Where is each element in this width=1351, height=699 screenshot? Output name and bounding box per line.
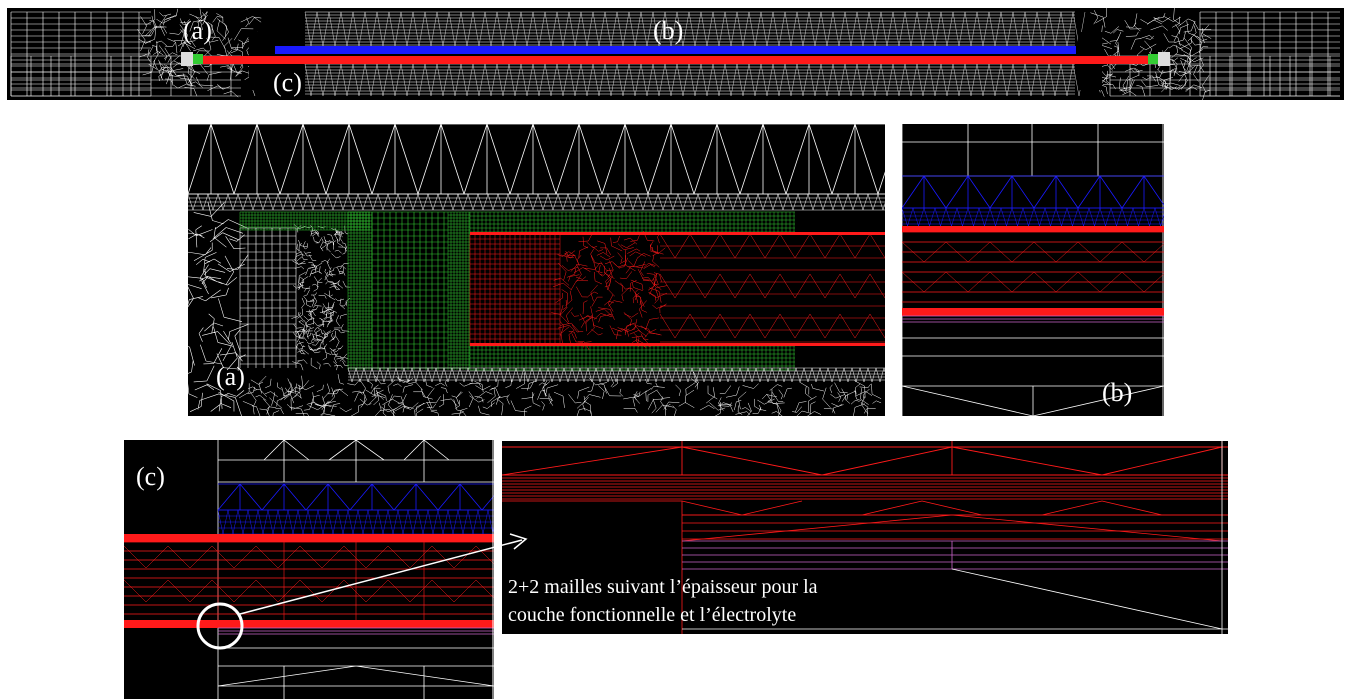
detail-b-mesh-svg: [902, 124, 1164, 416]
annotation-line-1: 2+2 mailles suivant l’épaisseur pour la: [508, 576, 818, 598]
b-blue-triangles: [902, 175, 1164, 209]
overview-right-tri-mesh: [1088, 6, 1212, 102]
overview-left-green: [193, 54, 203, 64]
overview-mesh-svg: [5, 6, 1346, 102]
b-blue-zig: [902, 207, 1164, 227]
c-bottom-white-mesh: [217, 647, 494, 699]
zoom-mesh-svg: [502, 441, 1228, 634]
overview-blue-layer: [275, 46, 1076, 54]
detail-b-panel: (b): [902, 124, 1164, 416]
c-blue-lines: [218, 509, 494, 535]
overview-left-grey: [181, 52, 193, 66]
overview-left-lower-grid: [10, 55, 241, 97]
z-red-lower-lines: [682, 514, 1228, 540]
overview-right-grey: [1158, 52, 1170, 66]
a-red-top-edge: [470, 232, 885, 235]
b-red-zig-2: [902, 271, 1164, 293]
a-red-zig-3: [659, 313, 885, 339]
overview-top-band-zig: [304, 11, 1086, 47]
a-left-coarse-mesh: [188, 201, 249, 416]
c-red-zig-1: [124, 545, 494, 569]
a-red-fine-grid: [469, 233, 561, 346]
a-red-zig-1: [659, 233, 885, 259]
a-green-left-col: [347, 211, 373, 370]
c-red-verticals: [217, 542, 425, 620]
overview-label-c: (c): [273, 68, 302, 97]
detail-c-mesh-svg: [124, 440, 494, 699]
z-bottom-white-mesh: [682, 441, 1228, 634]
annotation-line-2: couche fonctionnelle et l’électrolyte: [508, 604, 797, 626]
z-red-dense-band: [502, 474, 1228, 500]
detail-c-panel: (c): [124, 440, 494, 699]
a-green-right-col: [447, 211, 470, 370]
a-bottom-tri-mesh: [238, 371, 882, 416]
b-top-white-mesh: [902, 124, 1164, 416]
c-red-top-thick: [124, 534, 494, 542]
overview-frame: [5, 6, 1346, 102]
c-red-bottom-thick: [124, 620, 494, 628]
a-green-bottom-band: [469, 345, 795, 371]
z-red-top-mesh: [502, 441, 1228, 476]
b-purple-layer: [902, 315, 1164, 323]
detail-a-panel: (a): [188, 124, 885, 416]
c-red-zig-2: [124, 579, 494, 603]
a-top-large-triangles: [188, 124, 885, 195]
overview-left-grid: [10, 11, 151, 97]
overview-mesh-panel: (a) (b) (c): [5, 6, 1346, 102]
overview-bottom-band-zig: [304, 63, 1086, 97]
detail-a-mesh-svg: [188, 124, 885, 416]
c-purple-layer: [218, 627, 494, 635]
overview-red-layer: [201, 56, 1150, 64]
a-top-band-zig: [188, 193, 885, 211]
a-left-fine-mesh: [291, 223, 351, 371]
detail-a-label: (a): [216, 362, 245, 391]
b-red-top-thick: [902, 226, 1164, 232]
b-red-zig-1: [902, 241, 1164, 263]
detail-c-label: (c): [136, 462, 165, 491]
a-green-top-band: [469, 211, 795, 234]
a-left-quad-grid: [239, 227, 297, 368]
b-red-bottom-thick: [902, 308, 1164, 316]
a-green-center: [371, 211, 448, 370]
z-purple-layer: [682, 540, 1228, 570]
detail-b-label: (b): [1102, 378, 1133, 407]
overview-right-green: [1148, 54, 1158, 64]
overview-label-a: (a): [183, 16, 212, 45]
zoom-panel: 2+2 mailles suivant l’épaisseur pour la …: [502, 441, 1228, 634]
a-bottom-band-lines: [348, 367, 885, 381]
b-bottom-white-mesh: [902, 337, 1164, 416]
a-red-bottom-edge: [470, 343, 885, 346]
b-red-lines: [902, 231, 1164, 303]
a-red-tri-mesh: [551, 230, 668, 351]
z-red-lower-diag: [681, 514, 1223, 542]
a-red-zig-2: [659, 273, 885, 299]
mesh-annotation: 2+2 mailles suivant l’épaisseur pour la …: [508, 573, 818, 629]
c-blue-triangles: [217, 483, 494, 511]
overview-label-b: (b): [653, 16, 684, 45]
